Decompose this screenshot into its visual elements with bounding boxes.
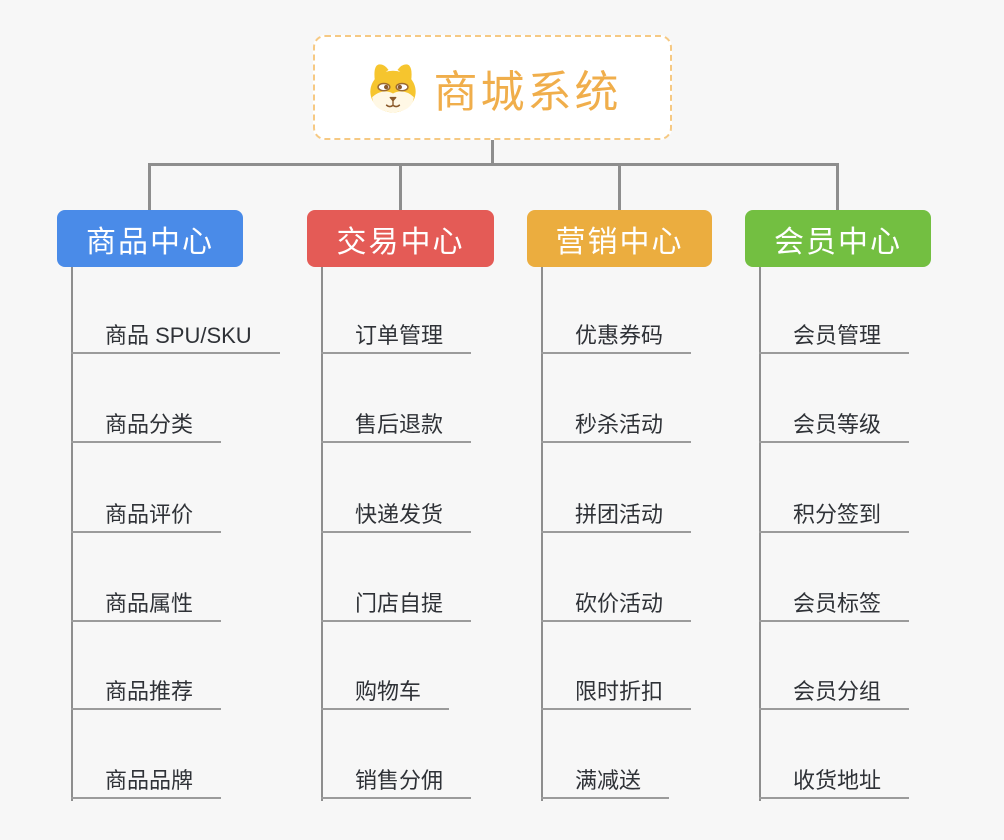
connector-trunk-trade <box>321 267 323 801</box>
connector-trunk-marketing <box>541 267 543 801</box>
connector-root-vertical <box>491 140 494 163</box>
shiba-dog-icon <box>364 59 422 117</box>
leaf-node[interactable]: 收货地址 <box>759 767 910 799</box>
leaf-node[interactable]: 购物车 <box>321 678 450 710</box>
leaf-node[interactable]: 商品品牌 <box>71 767 222 799</box>
leaf-node[interactable]: 优惠券码 <box>541 322 692 354</box>
leaf-node[interactable]: 积分签到 <box>759 501 910 533</box>
leaf-node[interactable]: 销售分佣 <box>321 767 472 799</box>
leaf-node[interactable]: 快递发货 <box>321 501 472 533</box>
leaf-node[interactable]: 商品 SPU/SKU <box>71 322 280 354</box>
branch-box-trade[interactable]: 交易中心 <box>307 210 494 267</box>
branch-box-product[interactable]: 商品中心 <box>57 210 243 267</box>
leaf-node[interactable]: 会员分组 <box>759 678 910 710</box>
leaf-node[interactable]: 商品属性 <box>71 590 222 622</box>
connector-drop-member <box>836 163 839 210</box>
root-node[interactable]: 商城系统 <box>313 35 672 140</box>
leaf-node[interactable]: 会员标签 <box>759 590 910 622</box>
leaf-node[interactable]: 售后退款 <box>321 411 472 443</box>
connector-trunk-product <box>71 267 73 801</box>
leaf-node[interactable]: 满减送 <box>541 767 670 799</box>
leaf-node[interactable]: 商品评价 <box>71 501 222 533</box>
connector-trunk-member <box>759 267 761 801</box>
leaf-node[interactable]: 订单管理 <box>321 322 472 354</box>
leaf-node[interactable]: 门店自提 <box>321 590 472 622</box>
leaf-node[interactable]: 秒杀活动 <box>541 411 692 443</box>
leaf-node[interactable]: 会员管理 <box>759 322 910 354</box>
leaf-node[interactable]: 拼团活动 <box>541 501 692 533</box>
branch-box-member[interactable]: 会员中心 <box>745 210 931 267</box>
connector-drop-marketing <box>618 163 621 210</box>
leaf-node[interactable]: 商品分类 <box>71 411 222 443</box>
leaf-node[interactable]: 砍价活动 <box>541 590 692 622</box>
leaf-node[interactable]: 商品推荐 <box>71 678 222 710</box>
leaf-node[interactable]: 会员等级 <box>759 411 910 443</box>
leaf-node[interactable]: 限时折扣 <box>541 678 692 710</box>
root-title: 商城系统 <box>433 67 622 117</box>
connector-horizontal-bus <box>149 163 838 166</box>
connector-drop-trade <box>399 163 402 210</box>
branch-box-marketing[interactable]: 营销中心 <box>527 210 712 267</box>
connector-drop-product <box>148 163 151 210</box>
